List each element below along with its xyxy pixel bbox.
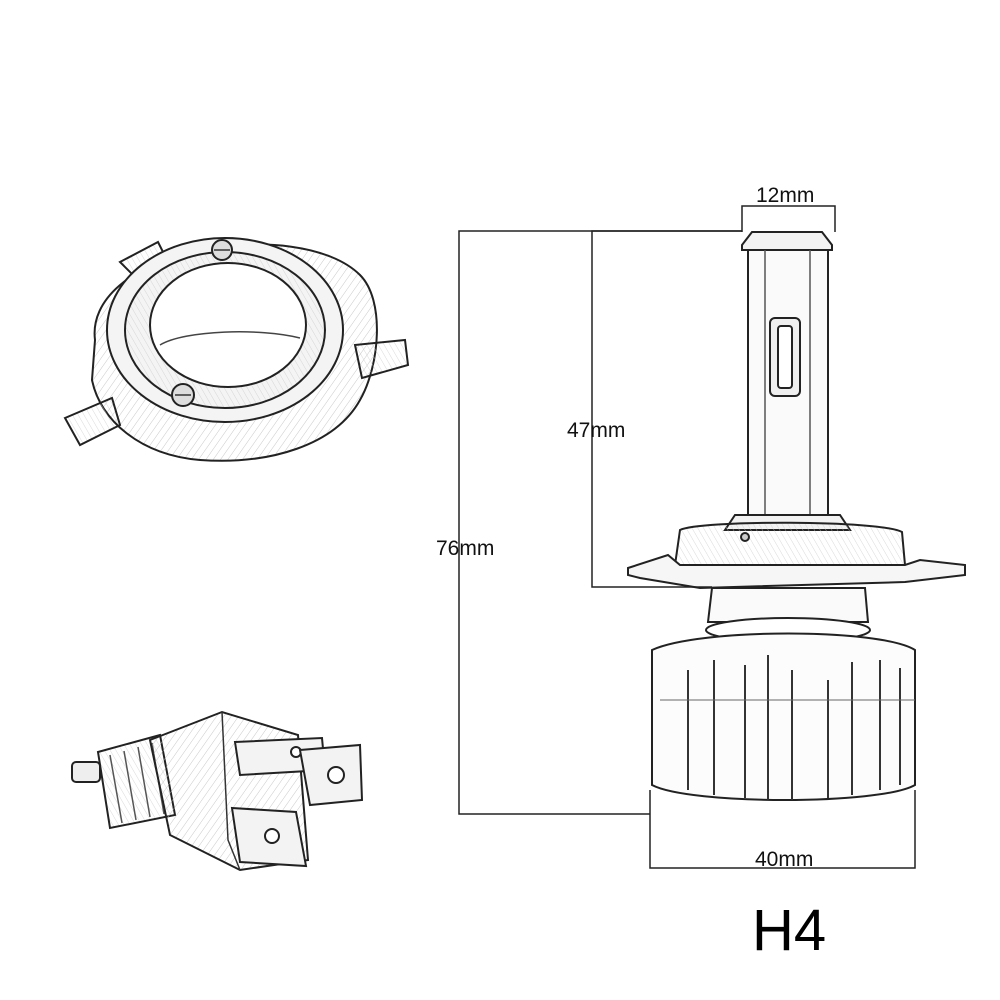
- dim-line-chip-width: [741, 205, 836, 232]
- plug-wire-stub: [71, 761, 101, 783]
- model-title: H4: [752, 898, 827, 963]
- bulb-tip-cap: [741, 231, 833, 251]
- retainer-ring: [63, 237, 410, 462]
- screw-icon: [740, 532, 750, 542]
- dim-label-chip-width: 12mm: [756, 184, 815, 207]
- dim-label-mount-height: 47mm: [567, 419, 626, 442]
- retainer-opening: [149, 262, 307, 388]
- connector-plug: [71, 710, 364, 872]
- retainer-tab-left: [63, 396, 122, 447]
- bulb-flange-plate: [627, 553, 966, 590]
- led-bulb: [627, 231, 966, 801]
- retainer-tab-right: [353, 338, 410, 380]
- dim-label-base-width: 40mm: [755, 848, 814, 871]
- bulb-neck: [706, 587, 870, 623]
- dimension-lines: [458, 205, 916, 869]
- bulb-heatsink: [651, 632, 916, 801]
- dim-line-mount-height: [591, 230, 742, 588]
- dim-label-total-height: 76mm: [436, 537, 495, 560]
- dim-line-base-width: [649, 790, 916, 869]
- bulb-mount-flange: [673, 521, 907, 566]
